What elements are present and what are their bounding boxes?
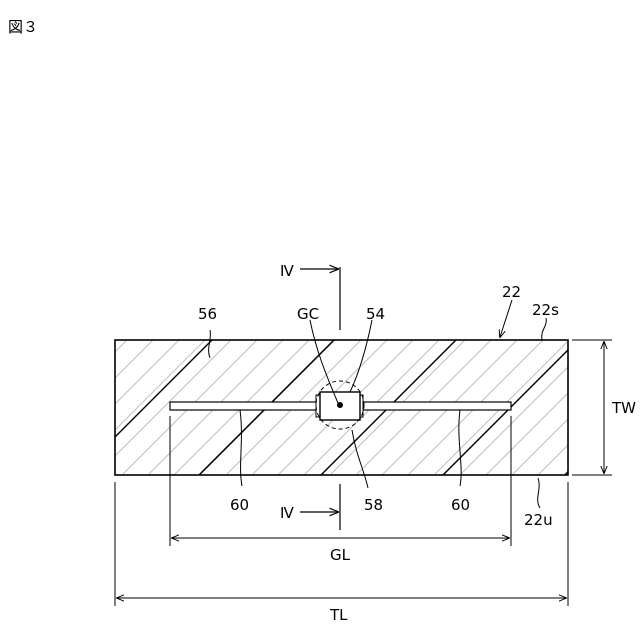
hatch-line — [0, 340, 127, 475]
hatch-line — [0, 340, 101, 475]
section-label-bottom: Ⅳ — [280, 504, 294, 522]
hatch-line — [0, 340, 75, 475]
label-center: GC — [297, 305, 319, 323]
hatch-line — [18, 340, 153, 475]
label-wire-left: 60 — [230, 496, 249, 514]
hatch-line — [44, 340, 179, 475]
hatch-line — [0, 340, 90, 475]
label-body: 56 — [198, 305, 217, 323]
label-tw: TW — [611, 399, 636, 417]
label-tl: TL — [329, 606, 348, 624]
label-lower-surface: 22u — [524, 511, 553, 529]
label-sheet-ref: 22 — [502, 283, 521, 301]
label-upper-surface: 22s — [532, 301, 559, 319]
dimension-tl — [115, 482, 568, 606]
dimension-tw — [572, 340, 612, 475]
label-wire-right: 60 — [451, 496, 470, 514]
section-label-top: Ⅳ — [280, 262, 294, 280]
label-chip: 54 — [366, 305, 385, 323]
label-circle-ref: 58 — [364, 496, 383, 514]
label-gl: GL — [330, 546, 351, 564]
chip-element — [316, 392, 363, 420]
